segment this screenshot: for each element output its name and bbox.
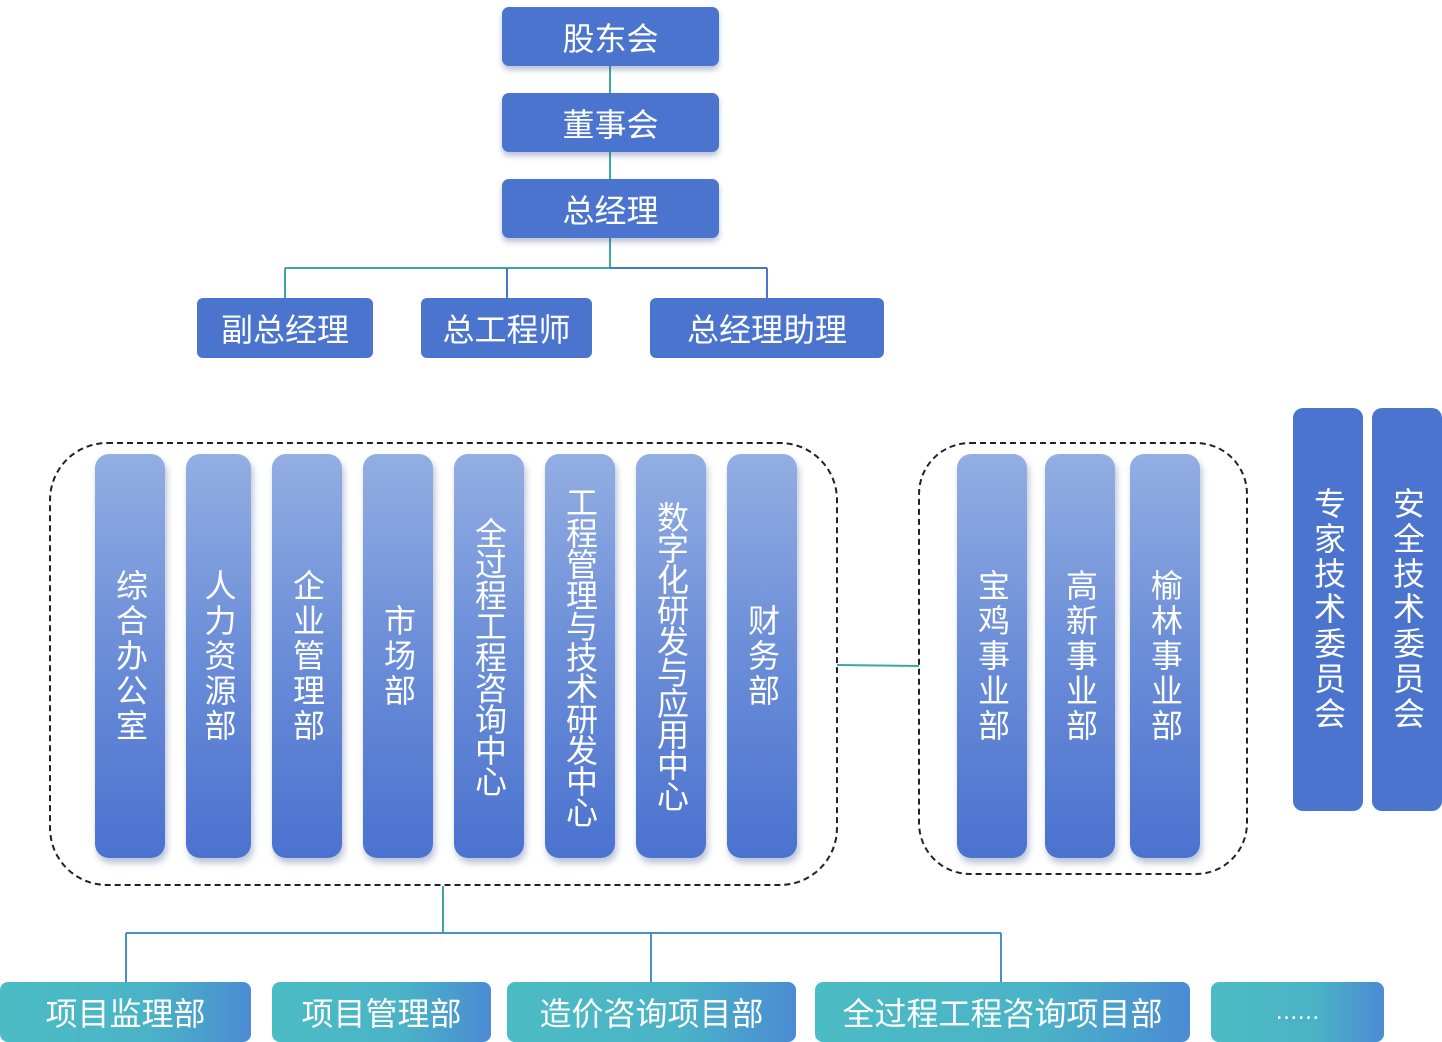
dept-enterprise-management-label: 企业管理部: [288, 568, 326, 744]
expert-technical-committee-label: 专家技术委员会: [1309, 487, 1347, 732]
cost-consulting-project-dept: 造价咨询项目部: [507, 982, 796, 1042]
deputy-gm-label: 副总经理: [220, 311, 349, 349]
general-manager-label: 总经理: [562, 191, 659, 230]
chief-engineer-label: 总工程师: [442, 311, 571, 349]
business-unit-yulin-label: 榆林事业部: [1146, 568, 1184, 744]
project-management-dept: 项目管理部: [272, 982, 491, 1042]
dept-engineering-rd-center: 工程管理与技术研发中心: [545, 454, 615, 858]
dept-digital-rd-center: 数字化研发与应用中心: [636, 454, 706, 858]
board-of-directors-box: 董事会: [502, 93, 719, 152]
gm-assistant-label: 总经理助理: [686, 311, 847, 349]
general-manager-box: 总经理: [502, 179, 719, 238]
safety-technical-committee-label: 安全技术委员会: [1388, 487, 1426, 732]
dept-whole-process-consulting-center: 全过程工程咨询中心: [454, 454, 524, 858]
project-management-dept-label: 项目管理部: [301, 995, 462, 1033]
dept-general-office: 综合办公室: [95, 454, 165, 858]
dept-whole-process-consulting-center-label: 全过程工程咨询中心: [470, 516, 508, 796]
safety-technical-committee: 安全技术委员会: [1372, 408, 1442, 811]
deputy-gm-box: 副总经理: [197, 298, 373, 358]
business-unit-gaoxin: 高新事业部: [1045, 454, 1115, 858]
dept-finance: 财务部: [727, 454, 797, 858]
project-supervision-dept-label: 项目监理部: [45, 995, 206, 1033]
functional-departments-group: [49, 442, 838, 886]
dept-engineering-rd-center-label: 工程管理与技术研发中心: [561, 485, 599, 827]
dept-finance-label: 财务部: [743, 603, 781, 709]
dept-general-office-label: 综合办公室: [111, 568, 149, 744]
connector-groups-link: [836, 664, 920, 667]
shareholders-meeting-box: 股东会: [502, 7, 719, 66]
dept-human-resources-label: 人力资源部: [199, 568, 238, 744]
more-projects-ellipsis-label: ……: [1275, 999, 1320, 1025]
whole-process-consulting-project-dept: 全过程工程咨询项目部: [815, 982, 1190, 1042]
gm-assistant-box: 总经理助理: [650, 298, 884, 358]
expert-technical-committee: 专家技术委员会: [1293, 408, 1363, 811]
cost-consulting-project-dept-label: 造价咨询项目部: [539, 995, 764, 1033]
whole-process-consulting-project-dept-label: 全过程工程咨询项目部: [842, 995, 1163, 1033]
chief-engineer-box: 总工程师: [421, 298, 592, 358]
more-projects-ellipsis: ……: [1211, 982, 1384, 1042]
project-supervision-dept: 项目监理部: [0, 982, 251, 1042]
shareholders-meeting-label: 股东会: [562, 19, 659, 58]
business-unit-baoji: 宝鸡事业部: [957, 454, 1027, 858]
business-unit-gaoxin-label: 高新事业部: [1061, 568, 1099, 744]
business-unit-baoji-label: 宝鸡事业部: [973, 568, 1011, 744]
business-units-group: [918, 442, 1248, 875]
business-unit-yulin: 榆林事业部: [1130, 454, 1200, 858]
board-of-directors-label: 董事会: [562, 105, 659, 144]
dept-market-label: 市场部: [379, 603, 417, 709]
dept-enterprise-management: 企业管理部: [272, 454, 342, 858]
dept-digital-rd-center-label: 数字化研发与应用中心: [652, 501, 690, 811]
dept-human-resources: 人力资源部: [186, 454, 251, 858]
dept-market: 市场部: [363, 454, 433, 858]
